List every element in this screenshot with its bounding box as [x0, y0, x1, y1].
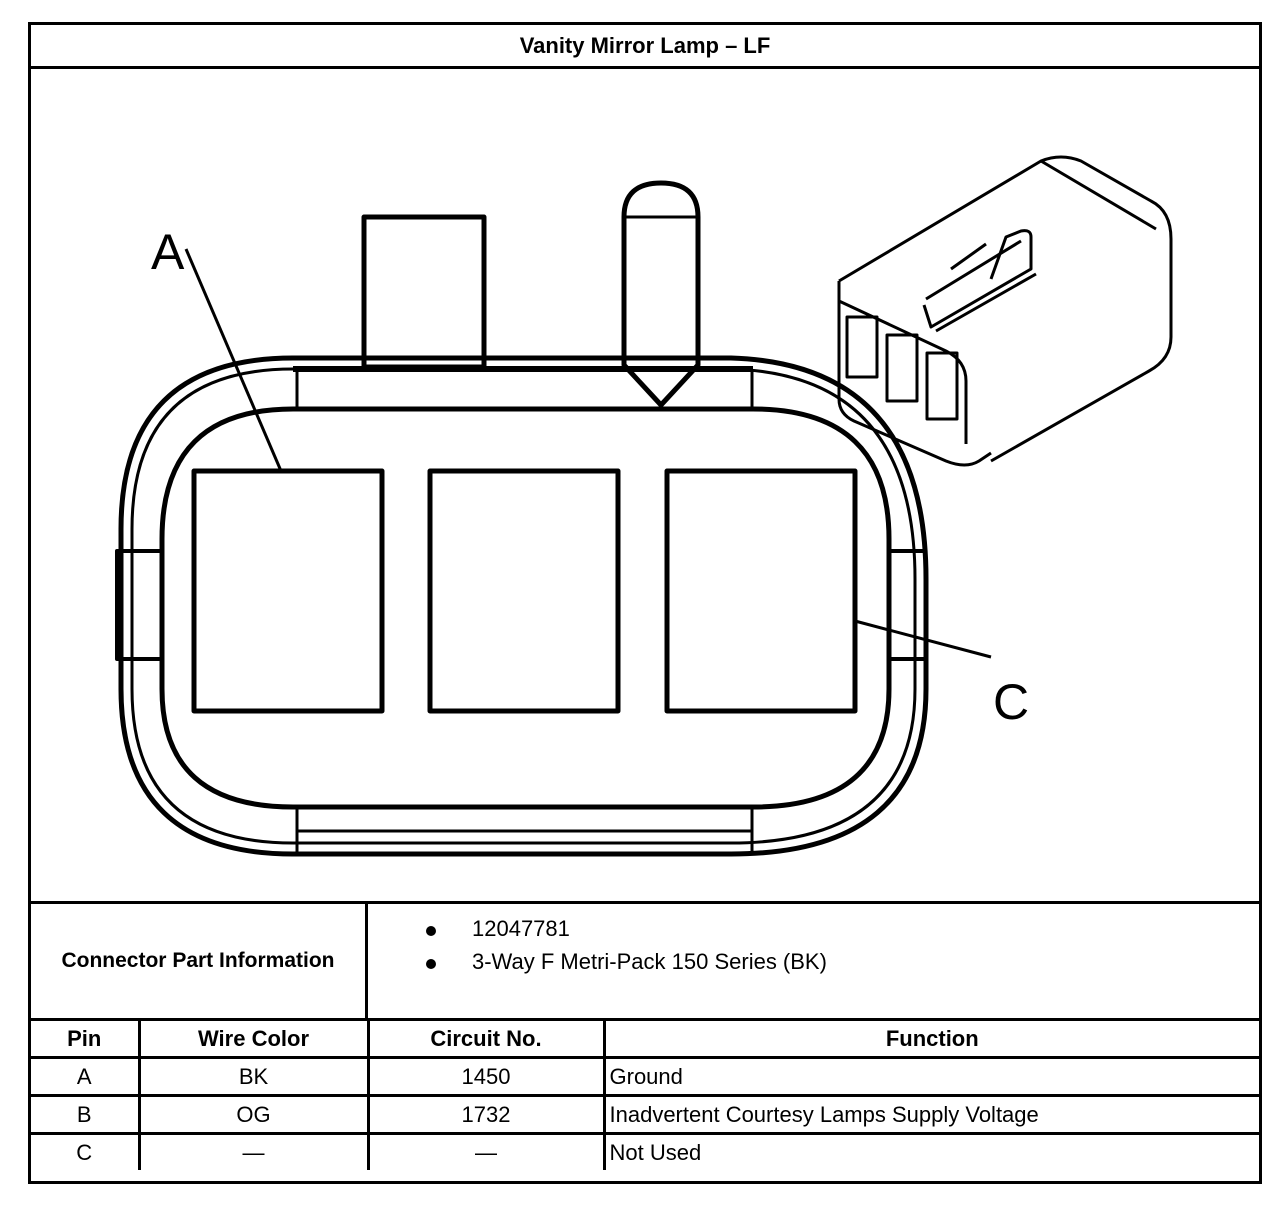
leader-line-a: [184, 248, 283, 472]
iso-front-face: [838, 299, 968, 444]
connector-sheet: Vanity Mirror Lamp – LF: [28, 22, 1262, 1184]
cavity-label-a: A: [151, 224, 185, 280]
cell-pin: C: [31, 1132, 141, 1170]
part-info-item: 12047781: [368, 916, 1259, 949]
leader-line-c: [854, 619, 992, 659]
connector-face-svg: A C: [115, 155, 1173, 857]
connector-part-info: Connector Part Information 12047781 3-Wa…: [31, 901, 1259, 1021]
pin-table: Pin Wire Color Circuit No. Function A BK…: [31, 1021, 1259, 1170]
iso-latch-ramp: [925, 239, 1037, 333]
page-title: Vanity Mirror Lamp – LF: [31, 25, 1259, 69]
cell-wire-color: BK: [137, 1056, 370, 1097]
cell-circuit-no: 1732: [366, 1094, 606, 1135]
connector-description: 3-Way F Metri-Pack 150 Series (BK): [472, 949, 827, 974]
cavity-label-c: C: [993, 674, 1029, 730]
header-pin: Pin: [31, 1021, 141, 1059]
cavity-c: [664, 468, 858, 714]
cavity-b: [427, 468, 621, 714]
iso-top-edge: [1040, 159, 1157, 231]
iso-body-top: [838, 155, 1173, 463]
cell-wire-color: OG: [137, 1094, 370, 1135]
right-side-latch: [889, 549, 926, 661]
bullet-icon: [426, 926, 436, 936]
part-number: 12047781: [472, 916, 570, 941]
connector-iso-illustration: [837, 155, 1173, 467]
connector-part-info-label: Connector Part Information: [31, 904, 368, 1018]
cavity-a: [191, 468, 385, 714]
table-row: B OG 1732 Inadvertent Courtesy Lamps Sup…: [31, 1094, 1259, 1135]
top-locator-pin: [621, 180, 701, 408]
cell-wire-color: —: [137, 1132, 370, 1170]
header-circuit-no: Circuit No.: [366, 1021, 606, 1059]
header-function: Function: [602, 1021, 1259, 1059]
cell-pin: A: [31, 1056, 141, 1097]
connector-inner-wall: [159, 406, 892, 810]
iso-latch: [922, 229, 1033, 329]
left-side-latch: [115, 549, 162, 661]
header-wire-color: Wire Color: [137, 1021, 370, 1059]
connector-outer-shell: [118, 355, 929, 857]
cell-function: Not Used: [602, 1132, 1259, 1170]
iso-cavity-3: [925, 351, 959, 421]
iso-cavity-2: [885, 333, 919, 403]
table-row: C — — Not Used: [31, 1132, 1259, 1170]
iso-body-front: [837, 281, 992, 467]
table-row: A BK 1450 Ground: [31, 1056, 1259, 1097]
bullet-icon: [426, 959, 436, 969]
top-key-tab: [361, 214, 487, 370]
connector-diagram: A C: [31, 69, 1259, 901]
cell-circuit-no: —: [366, 1132, 606, 1170]
table-header-row: Pin Wire Color Circuit No. Function: [31, 1021, 1259, 1059]
cell-function: Inadvertent Courtesy Lamps Supply Voltag…: [602, 1094, 1259, 1135]
cell-function: Ground: [602, 1056, 1259, 1097]
part-info-item: 3-Way F Metri-Pack 150 Series (BK): [368, 949, 1259, 982]
iso-cavity-1: [845, 315, 879, 379]
cell-pin: B: [31, 1094, 141, 1135]
cell-circuit-no: 1450: [366, 1056, 606, 1097]
connector-part-info-list: 12047781 3-Way F Metri-Pack 150 Series (…: [368, 904, 1259, 1018]
connector-outer-shell-inner: [130, 367, 917, 845]
